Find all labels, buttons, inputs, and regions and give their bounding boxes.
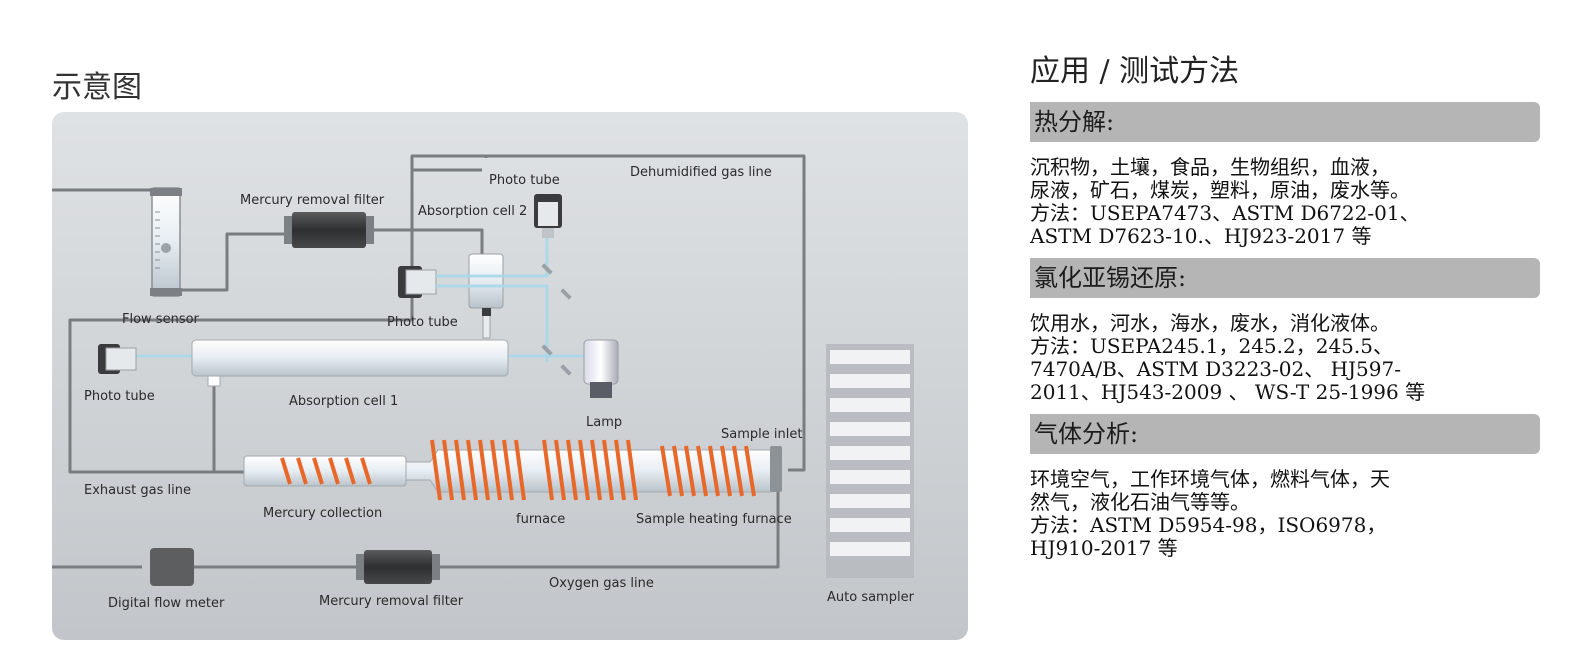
mirrors <box>541 263 572 376</box>
section-line: 7470A/B、ASTM D3223-02、 HJ597- <box>1030 357 1401 381</box>
section-line: 方法：ASTM D5954-98，ISO6978， <box>1030 513 1387 537</box>
photo-tube-left <box>98 344 137 374</box>
section-line: 2011、HJ543-2009 、 WS-T 25-1996 等 <box>1030 380 1426 404</box>
label-flow-sensor: Flow sensor <box>122 312 200 327</box>
mercury-removal-filter-top <box>284 212 374 248</box>
label-digital-flow-meter: Digital flow meter <box>108 596 225 611</box>
label-mercury-removal-filter-bottom: Mercury removal filter <box>319 594 464 609</box>
section-line: 环境空气，工作环境气体，燃料气体，天 <box>1030 467 1390 491</box>
mercury-collection-coil <box>280 457 372 485</box>
section-heading: 气体分析: <box>1030 414 1540 454</box>
label-sample-heating-furnace: Sample heating furnace <box>636 512 792 527</box>
section-line: 方法：USEPA7473、ASTM D6722-01、 <box>1030 201 1420 225</box>
section-line: HJ910-2017 等 <box>1030 536 1178 560</box>
section-line: 然气，液化石油气等等。 <box>1030 490 1250 514</box>
digital-flow-meter <box>150 548 194 586</box>
photo-tube-top <box>534 194 562 238</box>
section-line: 方法：USEPA245.1，245.2，245.5、 <box>1030 334 1393 358</box>
absorption-cell-1 <box>191 339 509 387</box>
applications-title: 应用 / 测试方法 <box>1030 54 1240 89</box>
label-photo-tube-mid: Photo tube <box>387 315 458 330</box>
label-oxygen-gas-line: Oxygen gas line <box>549 576 654 591</box>
label-dehumidified-gas-line: Dehumidified gas line <box>630 165 772 180</box>
section-gas-analysis: 气体分析: 环境空气，工作环境气体，燃料气体，天 然气，液化石油气等等。 方法：… <box>1030 414 1540 560</box>
sample-inlet <box>770 446 782 492</box>
label-lamp: Lamp <box>586 415 622 430</box>
diagram-panel <box>52 112 968 640</box>
section-line: 饮用水，河水，海水，废水，消化液体。 <box>1030 311 1390 335</box>
section-line: 尿液，矿石，煤炭，塑料，原油，废水等。 <box>1030 178 1410 202</box>
auto-sampler <box>826 344 914 578</box>
label-photo-tube-top: Photo tube <box>489 173 560 188</box>
section-line: 沉积物，土壤，食品，生物组织，血液， <box>1030 155 1390 179</box>
mercury-removal-filter-bottom <box>356 550 440 584</box>
section-body: 饮用水，河水，海水，废水，消化液体。 方法：USEPA245.1，245.2，2… <box>1030 312 1540 404</box>
label-mercury-removal-filter-top: Mercury removal filter <box>240 193 385 208</box>
label-furnace: furnace <box>516 512 565 527</box>
section-heading: 氯化亚锡还原: <box>1030 258 1540 298</box>
section-body: 沉积物，土壤，食品，生物组织，血液， 尿液，矿石，煤炭，塑料，原油，废水等。 方… <box>1030 156 1540 248</box>
photo-tube-mid <box>398 266 437 298</box>
sample-heating-coil <box>660 445 756 497</box>
label-absorption-cell-2: Absorption cell 2 <box>418 204 527 219</box>
absorption-cell-2 <box>468 253 504 339</box>
section-stannous-chloride-reduction: 氯化亚锡还原: 饮用水，河水，海水，废水，消化液体。 方法：USEPA245.1… <box>1030 258 1540 404</box>
diagram-title: 示意图 <box>52 70 142 105</box>
section-body: 环境空气，工作环境气体，燃料气体，天 然气，液化石油气等等。 方法：ASTM D… <box>1030 468 1540 560</box>
section-line: ASTM D7623-10.、HJ923-2017 等 <box>1030 224 1372 248</box>
label-exhaust-gas-line: Exhaust gas line <box>84 483 191 498</box>
lamp <box>583 339 619 398</box>
label-sample-inlet: Sample inlet <box>721 427 802 442</box>
label-auto-sampler: Auto sampler <box>827 590 915 605</box>
gas-lines <box>52 154 806 569</box>
schematic-diagram: Mercury removal filter Photo tube Absorp… <box>52 112 968 640</box>
flow-sensor <box>150 187 182 297</box>
furnace-coil <box>430 439 638 501</box>
applications-panel: 应用 / 测试方法 热分解: 沉积物，土壤，食品，生物组织，血液， 尿液，矿石，… <box>1030 52 1540 570</box>
section-heading: 热分解: <box>1030 102 1540 142</box>
label-photo-tube-left: Photo tube <box>84 389 155 404</box>
label-absorption-cell-1: Absorption cell 1 <box>289 394 398 409</box>
label-mercury-collection: Mercury collection <box>263 506 382 521</box>
section-pyrolysis: 热分解: 沉积物，土壤，食品，生物组织，血液， 尿液，矿石，煤炭，塑料，原油，废… <box>1030 102 1540 248</box>
